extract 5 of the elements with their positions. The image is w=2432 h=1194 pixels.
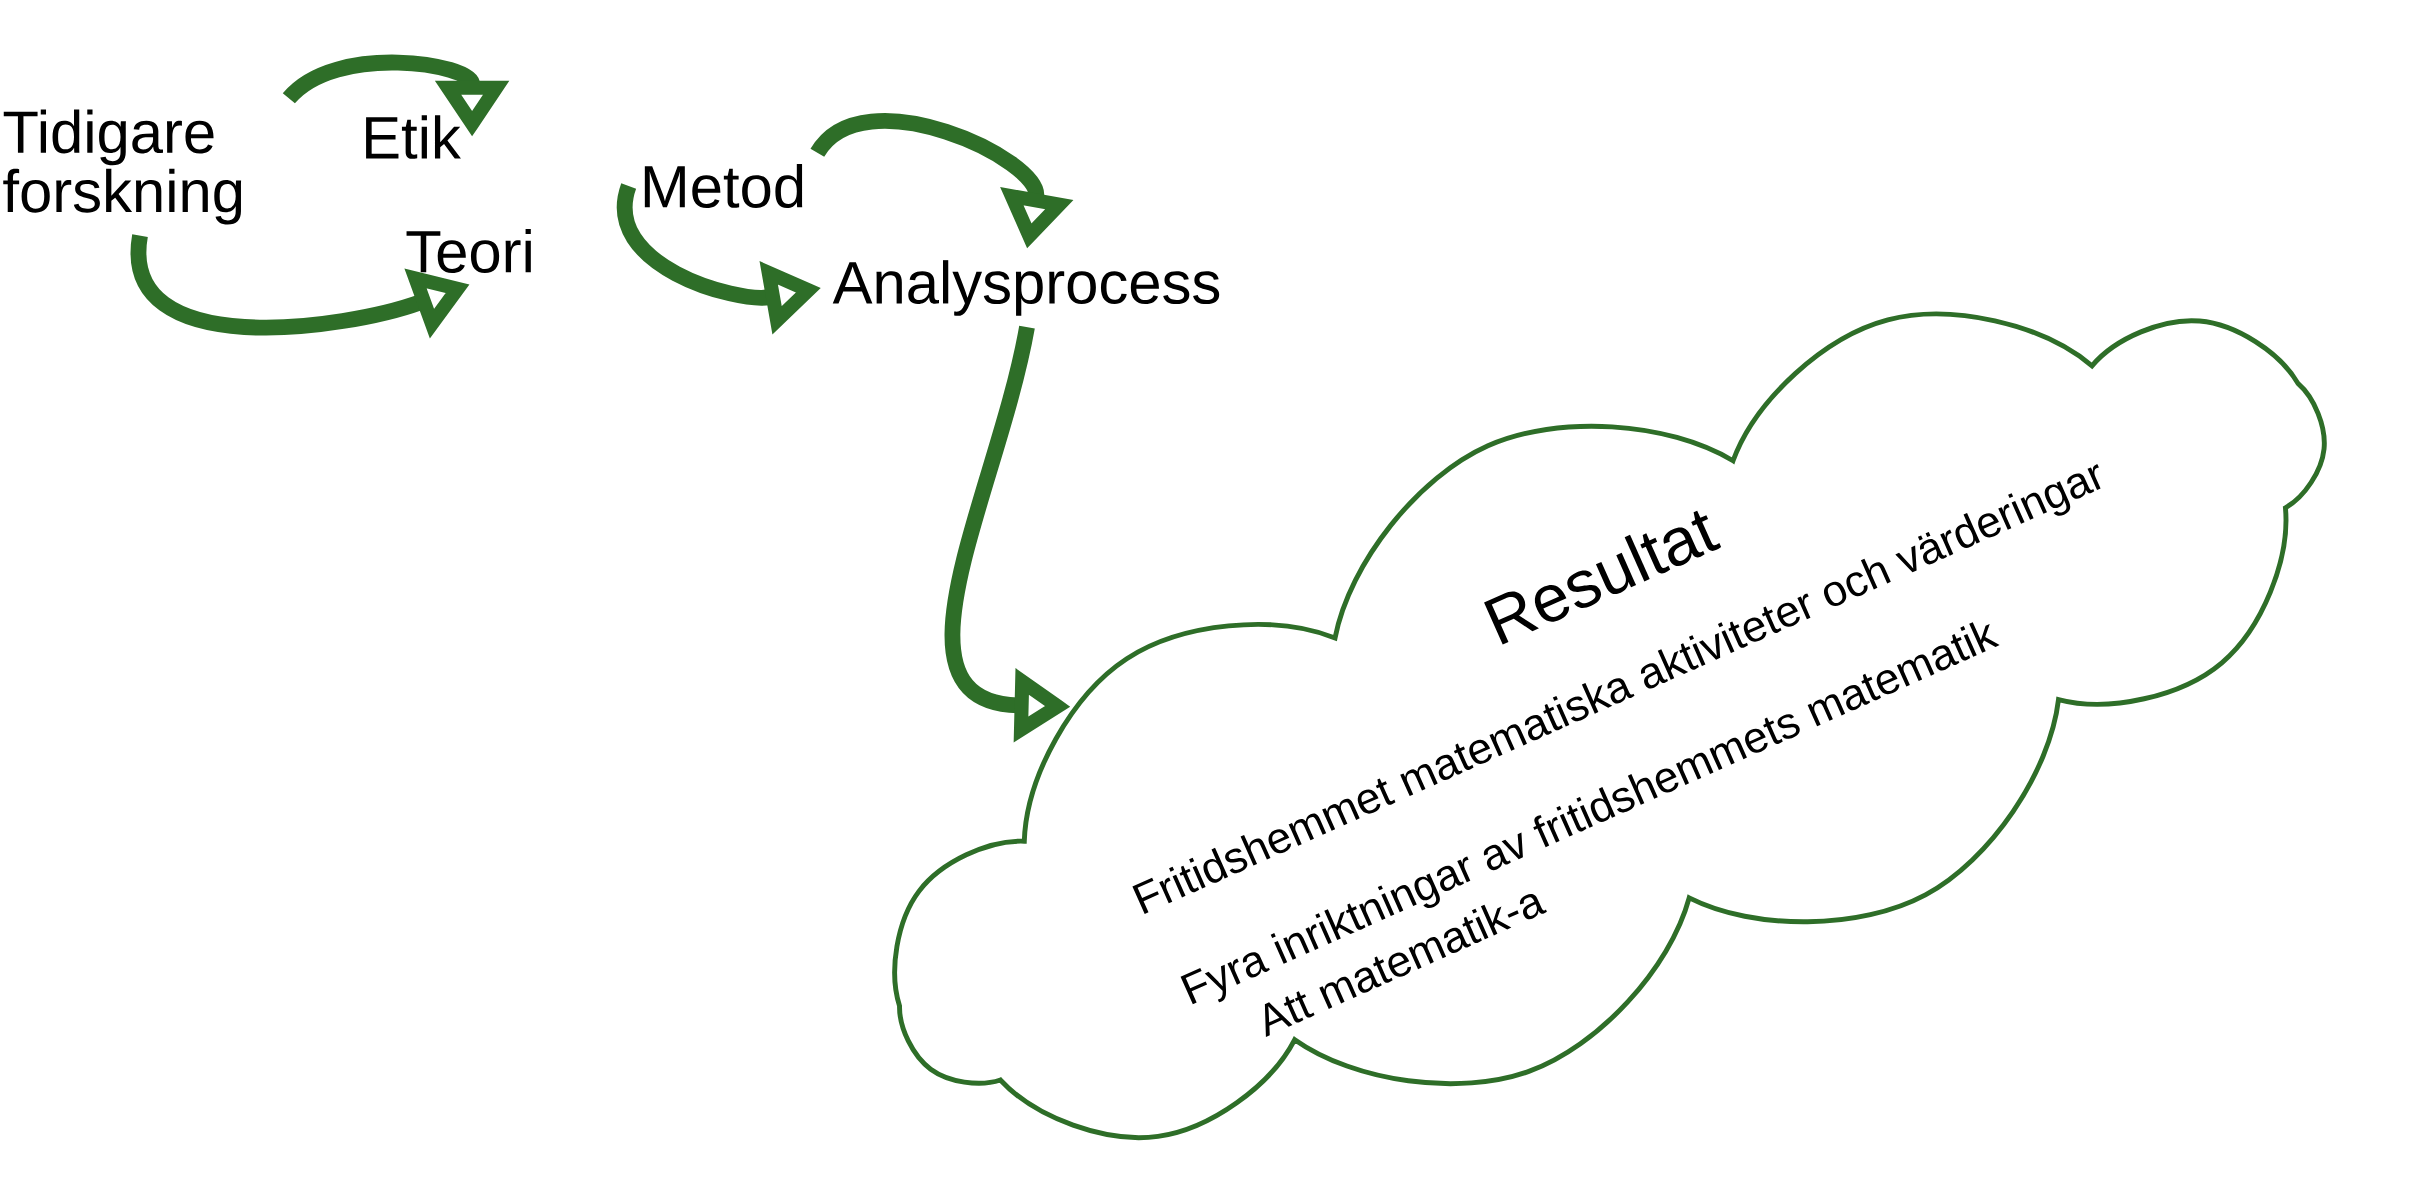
label-text: Tidigare forskning [3,109,242,225]
label-text: Etik [366,115,461,159]
label-text: Analysprocess [832,260,1220,316]
label-text: Metod [644,164,803,208]
label-text: Teori [406,229,531,273]
